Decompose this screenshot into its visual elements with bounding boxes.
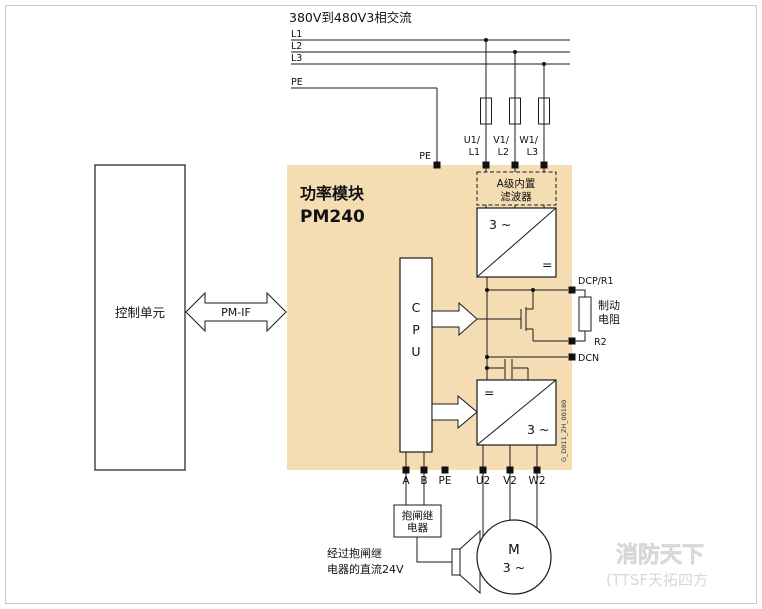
line-label-l1: L1 [291, 29, 302, 40]
cpu-letter-u: U [411, 344, 420, 359]
terminal-square-pe2 [441, 466, 449, 474]
brake-relay-box: 抱闸继 电器 [393, 504, 452, 563]
brake-resistor-label-1: 制动 [598, 299, 620, 312]
terminal-square-a [402, 466, 410, 474]
dc-link-capacitor-icon [487, 359, 529, 380]
pm-if-arrow: PM-IF [185, 291, 287, 333]
input-terminal-u1: U1/ [464, 135, 481, 146]
rectifier-dc-label: = [542, 257, 552, 272]
inverter-ac-label: 3 ~ [527, 422, 549, 437]
doc-code: G_D011_ZH_00180 [560, 400, 568, 462]
terminal-square [482, 161, 490, 169]
input-terminal-v1: V1/ [493, 135, 510, 146]
bottom-terminals: A B PE U2 V2 W2 [402, 466, 546, 487]
cpu-to-chopper-arrow-icon [431, 301, 478, 337]
dc24-note-line1: 经过抱闸继 [327, 546, 382, 560]
terminal-label-u2: U2 [476, 475, 490, 487]
page-border [5, 5, 757, 604]
supply-lines: L1 L2 L3 PE [291, 29, 570, 89]
control-unit-box: 控制单元 [94, 164, 186, 471]
junction-dot [484, 38, 488, 42]
junction-dot [542, 62, 546, 66]
terminal-label-pe: PE [439, 475, 452, 487]
control-unit-label: 控制单元 [115, 305, 165, 320]
brake-resistor-circuit: DCP/R1 R2 DCN 制动 电阻 [568, 276, 620, 364]
terminal-square-v2 [506, 466, 514, 474]
motor-brake-icon [451, 529, 481, 595]
rectifier-block: 3 ~ = [476, 207, 557, 278]
brake-resistor-icon [578, 296, 592, 332]
terminal-label-v2: V2 [503, 475, 517, 487]
fuse-icon [480, 97, 492, 125]
r2-label: R2 [594, 337, 607, 348]
terminal-square [433, 161, 441, 169]
cpu-letter-p: P [412, 322, 420, 337]
watermark: 消防天下 (TTSF天拓四方 [606, 543, 708, 589]
motor-label: M [508, 542, 520, 558]
module-model: PM240 [300, 207, 365, 227]
line-label-pe: PE [291, 77, 303, 88]
brake-resistor-label-2: 电阻 [598, 313, 620, 326]
input-terminal-l2: L2 [498, 147, 509, 158]
terminal-label-w2: W2 [528, 475, 545, 487]
input-terminal-l3: L3 [527, 147, 538, 158]
module-title: 功率模块 [300, 184, 365, 203]
dcp-label: DCP/R1 [578, 276, 614, 287]
terminal-square-dcp [568, 286, 576, 294]
line-label-l2: L2 [291, 41, 302, 52]
cpu-block: C P U [399, 257, 433, 505]
brake-relay-label-1: 抱闸继 [402, 509, 434, 522]
dc-link-wiring [477, 277, 568, 380]
terminal-square [540, 161, 548, 169]
watermark-line2: (TTSF天拓四方 [606, 571, 708, 589]
cpu-to-inverter-arrow-icon [431, 394, 478, 430]
rectifier-ac-label: 3 ~ [489, 217, 511, 232]
supply-voltage-label: 380V到480V3相交流 [289, 10, 412, 25]
terminal-label-a: A [402, 475, 410, 487]
junction-dot [513, 50, 517, 54]
fuse-icon [538, 97, 550, 125]
fuse-icon [509, 97, 521, 125]
dc24-note-line2: 电器的直流24V [327, 562, 404, 576]
inverter-block: = 3 ~ [476, 379, 557, 537]
filter-label-2: 滤波器 [500, 190, 532, 203]
pm-if-label: PM-IF [221, 306, 251, 319]
motor-phase-label: 3 ~ [503, 560, 525, 575]
inverter-dc-label: = [484, 385, 494, 400]
input-terminal-l1: L1 [469, 147, 480, 158]
terminal-square-r2 [568, 337, 576, 345]
motor-symbol: M 3 ~ [476, 519, 552, 595]
dcn-label: DCN [578, 353, 599, 364]
terminal-square [511, 161, 519, 169]
watermark-line1: 消防天下 [616, 543, 704, 568]
brake-relay-label-2: 电器 [407, 521, 428, 534]
brake-chopper-transistor-icon [477, 290, 534, 341]
terminal-square-w2 [533, 466, 541, 474]
terminal-square-b [420, 466, 428, 474]
pe-entry-label: PE [419, 151, 431, 162]
input-terminal-w1: W1/ [519, 135, 538, 146]
line-filter-box: A级内置 滤波器 [476, 171, 557, 206]
terminal-label-b: B [420, 475, 427, 487]
line-label-l3: L3 [291, 53, 302, 64]
filter-label-1: A级内置 [497, 177, 536, 190]
terminal-square-dcn [568, 353, 576, 361]
terminal-square-u2 [479, 466, 487, 474]
cpu-letter-c: C [412, 300, 421, 315]
